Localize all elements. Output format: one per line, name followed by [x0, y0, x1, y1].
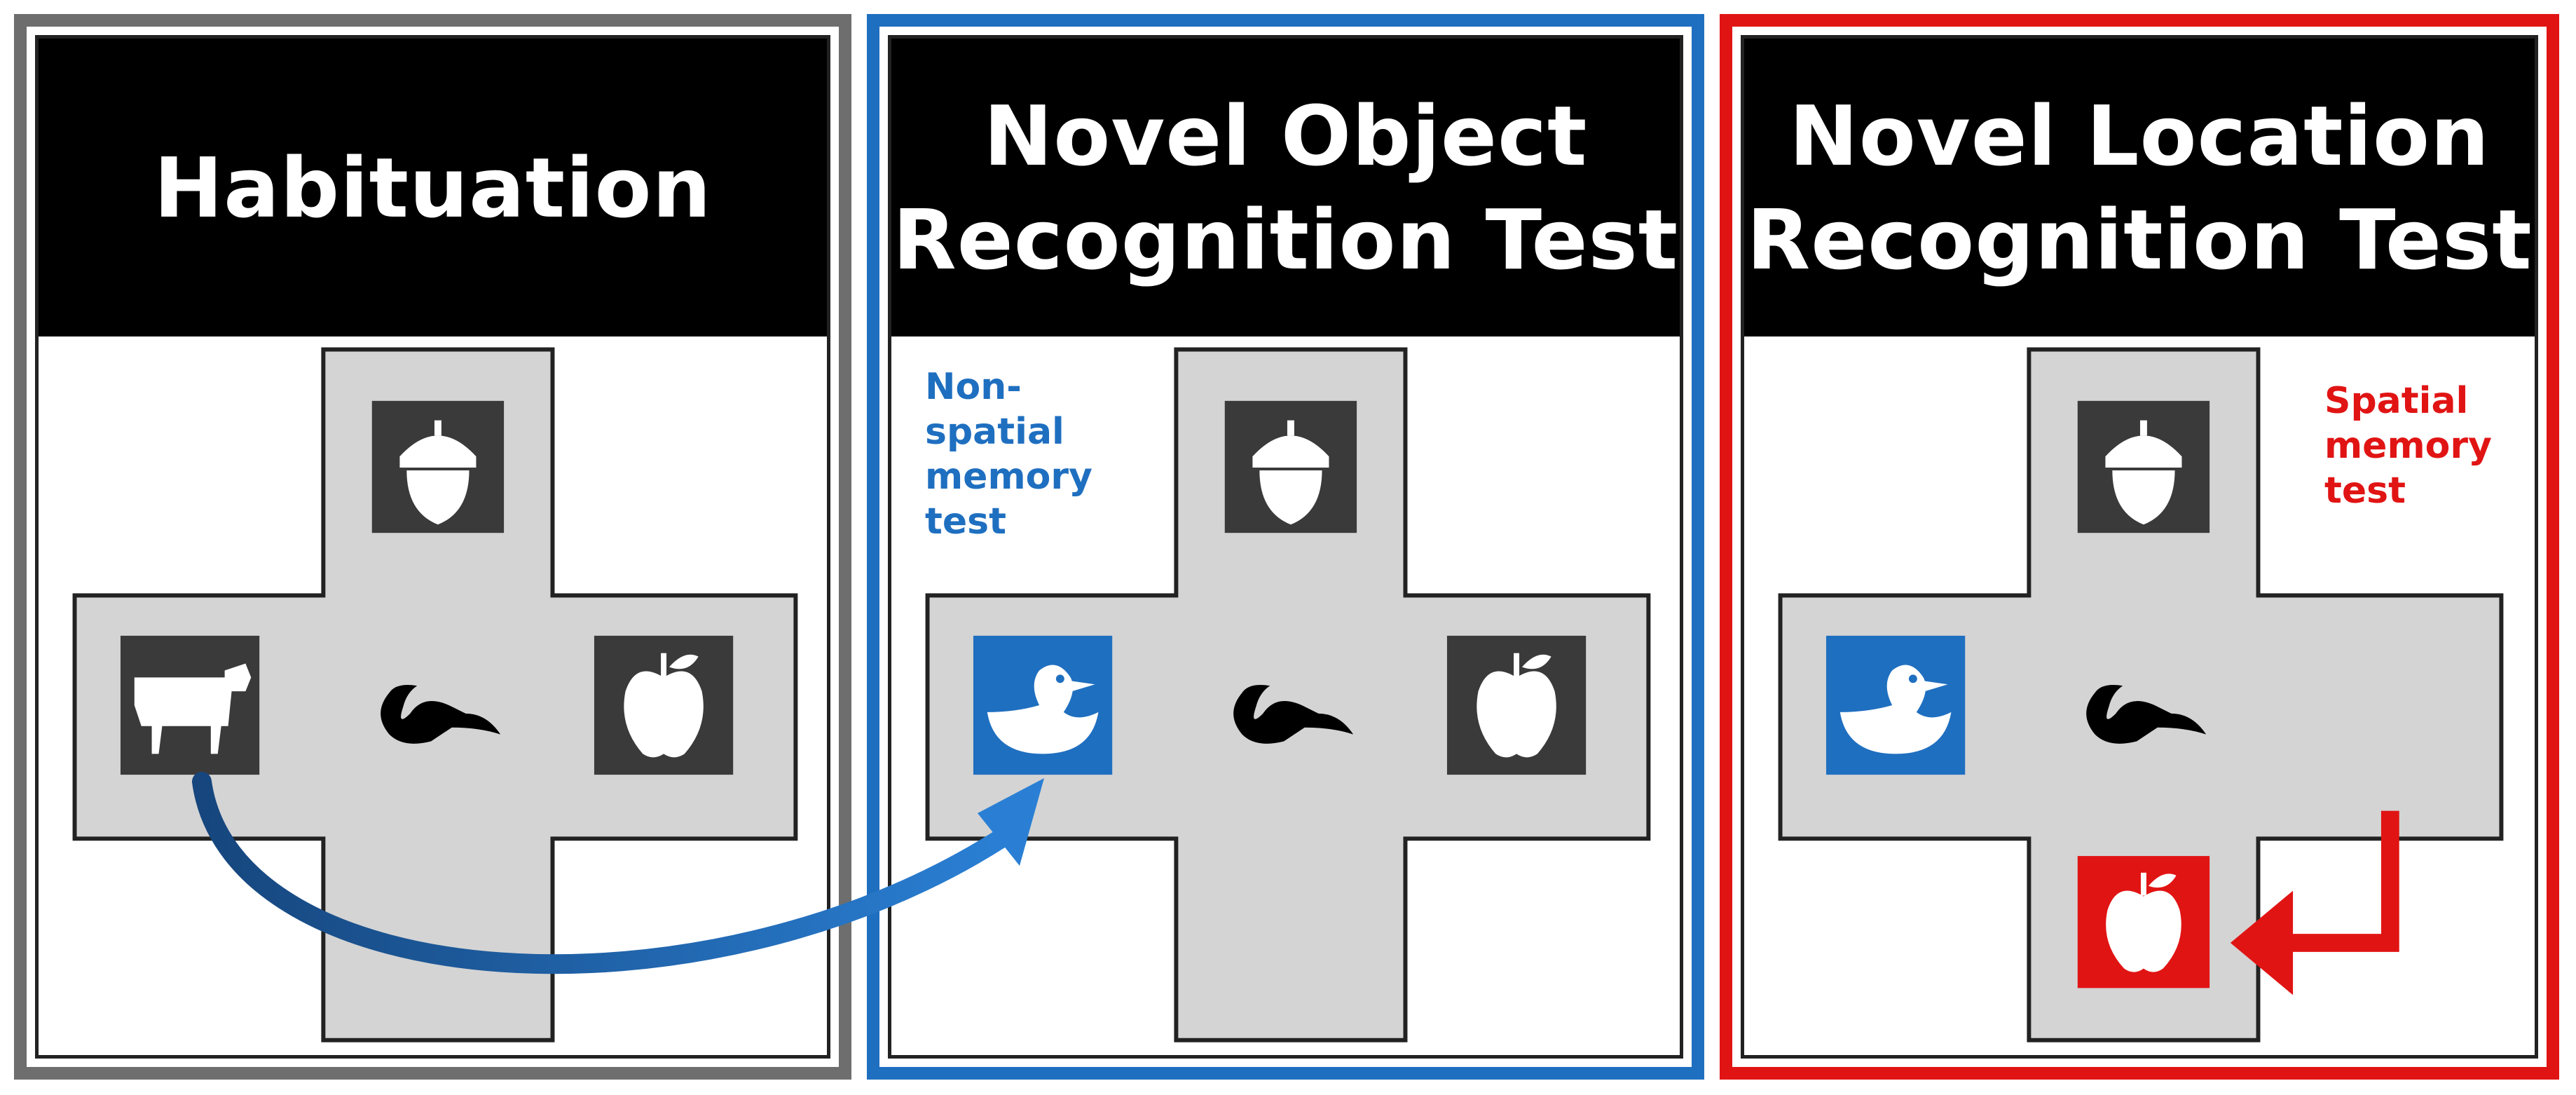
duck-icon [973, 635, 1113, 775]
non-spatial-memory-label: Non- spatial memory test [925, 366, 1092, 543]
mouse-icon [381, 684, 501, 744]
novel-location-title: Novel Location Recognition Test [1744, 39, 2535, 336]
acorn-icon [1224, 400, 1357, 533]
title-line: Recognition Test [1746, 191, 2533, 288]
cow-icon [120, 635, 260, 775]
spatial-memory-label: Spatial memory test [2324, 380, 2492, 512]
mouse-icon [2086, 685, 2207, 744]
novel-location-arena [1778, 347, 2504, 1042]
habituation-title: Habituation [39, 39, 827, 336]
title-line: Novel Location [1788, 87, 2491, 184]
title-line: Novel Object [983, 87, 1588, 184]
mouse-icon [1233, 684, 1354, 744]
apple-icon [594, 635, 734, 775]
habituation-arena [72, 347, 798, 1042]
return-arrow-icon [2230, 810, 2399, 995]
acorn-icon [2077, 400, 2210, 533]
apple-icon [2077, 856, 2210, 988]
novel-object-frame: Novel Object Recognition Test [888, 35, 1683, 1059]
novel-object-title: Novel Object Recognition Test [891, 39, 1680, 336]
novel-location-frame: Novel Location Recognition Test [1741, 35, 2538, 1059]
apple-icon [1446, 635, 1587, 775]
duck-icon [1825, 635, 1966, 775]
acorn-icon [371, 400, 505, 533]
title-line: Habituation [153, 139, 712, 236]
novel-object-arena [925, 347, 1651, 1042]
plus-maze [925, 347, 1651, 1042]
habituation-panel: Habituation [14, 14, 851, 1080]
novel-object-panel: Novel Object Recognition Test [867, 14, 1704, 1080]
habituation-frame: Habituation [35, 35, 830, 1059]
plus-maze [72, 347, 798, 1042]
title-line: Recognition Test [892, 191, 1679, 288]
plus-maze [1778, 347, 2504, 1042]
novel-location-panel: Novel Location Recognition Test [1720, 14, 2559, 1080]
